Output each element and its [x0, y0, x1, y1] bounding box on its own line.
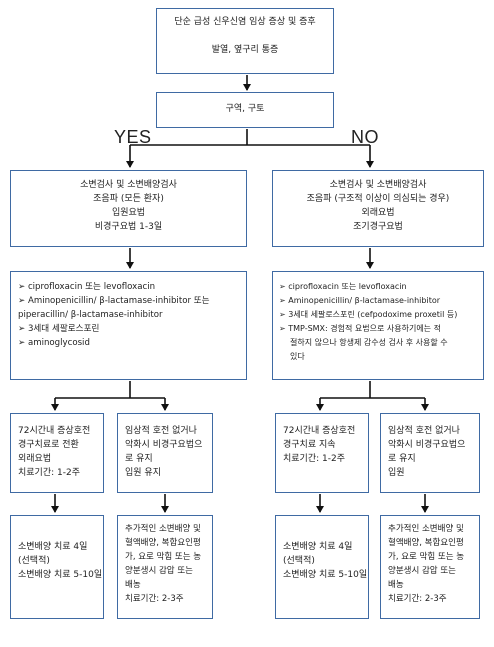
- left-tests-line: 소변검사 및 소변배양검사: [80, 180, 177, 190]
- right-tests-line: 조음파 (구조적 이상이 의심되는 경우): [306, 194, 450, 204]
- right-no-improvement-line: 임상적 호전 없거나: [388, 426, 460, 436]
- left-no-improvement-line: 악화시 비경구요법으: [125, 440, 203, 450]
- left-culture-line: 소변배양 치료 5-10일: [18, 570, 103, 580]
- left-workup-line: 양분생시 감압 또는: [125, 566, 193, 576]
- right-improvement-box: 72시간내 증상호전 경구치료 지속 치료기간: 1-2주: [275, 413, 369, 493]
- left-drug-item: 3세대 세팔로스포린: [18, 322, 239, 336]
- symptoms-spacer: [164, 29, 326, 43]
- left-tests-line: 조음파 (모든 환자): [93, 194, 164, 204]
- right-workup-line: 가, 요로 막힘 또는 농: [388, 552, 465, 562]
- left-antibiotics-box: ciprofloxacin 또는 levofloxacin Aminopenic…: [10, 271, 247, 380]
- left-improvement-line: 72시간내 증상호전: [18, 426, 91, 436]
- right-drug-item: 절하지 않으나 항생제 감수성 검사 후 사용할 수: [290, 338, 448, 347]
- right-tests-line: 조기경구요법: [353, 222, 403, 232]
- left-improvement-box: 72시간내 증상호전 경구치료로 전환 외래요법 치료기간: 1-2주: [10, 413, 104, 493]
- left-culture-line: 소변배양 치료 4일: [18, 542, 88, 552]
- left-workup-line: 배농: [125, 580, 141, 590]
- left-no-improvement-line: 임상적 호전 없거나: [125, 426, 197, 436]
- right-tests-line: 소변검사 및 소변배양검사: [329, 180, 427, 190]
- left-improvement-line: 경구치료로 전환: [18, 440, 79, 450]
- right-workup-line: 치료기간: 2-3주: [388, 594, 447, 604]
- nausea-vomiting-box: 구역, 구토: [156, 92, 334, 128]
- left-no-improvement-box: 임상적 호전 없거나 악화시 비경구요법으 로 유지 입원 유지: [117, 413, 213, 493]
- right-additional-workup-box: 추가적인 소변배양 및 혈액배양, 복합요인평 가, 요로 막힘 또는 농 양분…: [380, 515, 480, 619]
- left-tests-line: 입원요법: [111, 208, 146, 218]
- right-no-improvement-line: 입원: [388, 468, 405, 478]
- branch-yes-label: YES: [114, 127, 152, 147]
- left-no-improvement-line: 입원 유지: [125, 468, 161, 478]
- right-drug-item: TMP-SMX: 경험적 요법으로 사용하기에는 적: [279, 322, 476, 336]
- left-tests-line: 비경구요법 1-3일: [94, 222, 163, 232]
- left-culture-line: (선택적): [18, 556, 50, 566]
- left-drug-item: Aminopenicillin/ β-lactamase-inhibitor 또…: [18, 294, 239, 308]
- right-culture-line: 소변배양 치료 5-10일: [283, 570, 368, 580]
- left-workup-line: 추가적인 소변배양 및: [125, 524, 201, 534]
- symptoms-box: 단순 급성 신우신염 임상 증상 및 증후 발열, 옆구리 통증: [156, 8, 334, 74]
- right-drug-item: Aminopenicillin/ β-lactamase-inhibitor: [279, 294, 476, 308]
- right-no-improvement-line: 악화시 비경구요법으: [388, 440, 466, 450]
- right-drug-item: 있다: [290, 352, 305, 361]
- left-additional-workup-box: 추가적인 소변배양 및 혈액배양, 복합요인평 가, 요로 막힘 또는 농 양분…: [117, 515, 213, 619]
- left-culture-box: 소변배양 치료 4일 (선택적) 소변배양 치료 5-10일: [10, 515, 104, 619]
- left-no-improvement-line: 로 유지: [125, 454, 153, 464]
- right-drug-item: 3세대 세팔로스포린 (cefpodoxime proxetil 등): [279, 308, 476, 322]
- left-drug-item: aminoglycosid: [18, 336, 239, 350]
- left-drug-item: piperacillin/ β-lactamase-inhibitor: [18, 310, 163, 320]
- right-culture-line: (선택적): [283, 556, 315, 566]
- left-workup-line: 가, 요로 막힘 또는 농: [125, 552, 202, 562]
- symptoms-title: 단순 급성 신우신염 임상 증상 및 증후: [174, 17, 316, 27]
- right-antibiotics-box: ciprofloxacin 또는 levofloxacin Aminopenic…: [272, 271, 484, 380]
- right-culture-line: 소변배양 치료 4일: [283, 542, 353, 552]
- left-improvement-line: 외래요법: [18, 454, 52, 464]
- right-workup-line: 배농: [388, 580, 404, 590]
- branch-no-label: NO: [351, 127, 379, 147]
- nausea-vomiting-label: 구역, 구토: [225, 104, 265, 114]
- left-workup-line: 혈액배양, 복합요인평: [125, 538, 201, 548]
- left-improvement-line: 치료기간: 1-2주: [18, 468, 80, 478]
- right-improvement-line: 경구치료 지속: [283, 440, 336, 450]
- left-tests-box: 소변검사 및 소변배양검사 조음파 (모든 환자) 입원요법 비경구요법 1-3…: [10, 170, 247, 247]
- left-workup-line: 치료기간: 2-3주: [125, 594, 184, 604]
- right-culture-box: 소변배양 치료 4일 (선택적) 소변배양 치료 5-10일: [275, 515, 369, 619]
- right-workup-line: 혈액배양, 복합요인평: [388, 538, 464, 548]
- right-no-improvement-box: 임상적 호전 없거나 악화시 비경구요법으 로 유지 입원: [380, 413, 480, 493]
- right-no-improvement-line: 로 유지: [388, 454, 416, 464]
- right-workup-line: 추가적인 소변배양 및: [388, 524, 464, 534]
- symptoms-signs: 발열, 옆구리 통증: [211, 45, 279, 55]
- right-tests-box: 소변검사 및 소변배양검사 조음파 (구조적 이상이 의심되는 경우) 외래요법…: [272, 170, 484, 247]
- left-drug-item: ciprofloxacin 또는 levofloxacin: [18, 280, 239, 294]
- right-improvement-line: 치료기간: 1-2주: [283, 454, 345, 464]
- right-improvement-line: 72시간내 증상호전: [283, 426, 356, 436]
- right-tests-line: 외래요법: [361, 208, 395, 218]
- right-drug-item: ciprofloxacin 또는 levofloxacin: [279, 280, 476, 294]
- right-workup-line: 양분생시 감압 또는: [388, 566, 456, 576]
